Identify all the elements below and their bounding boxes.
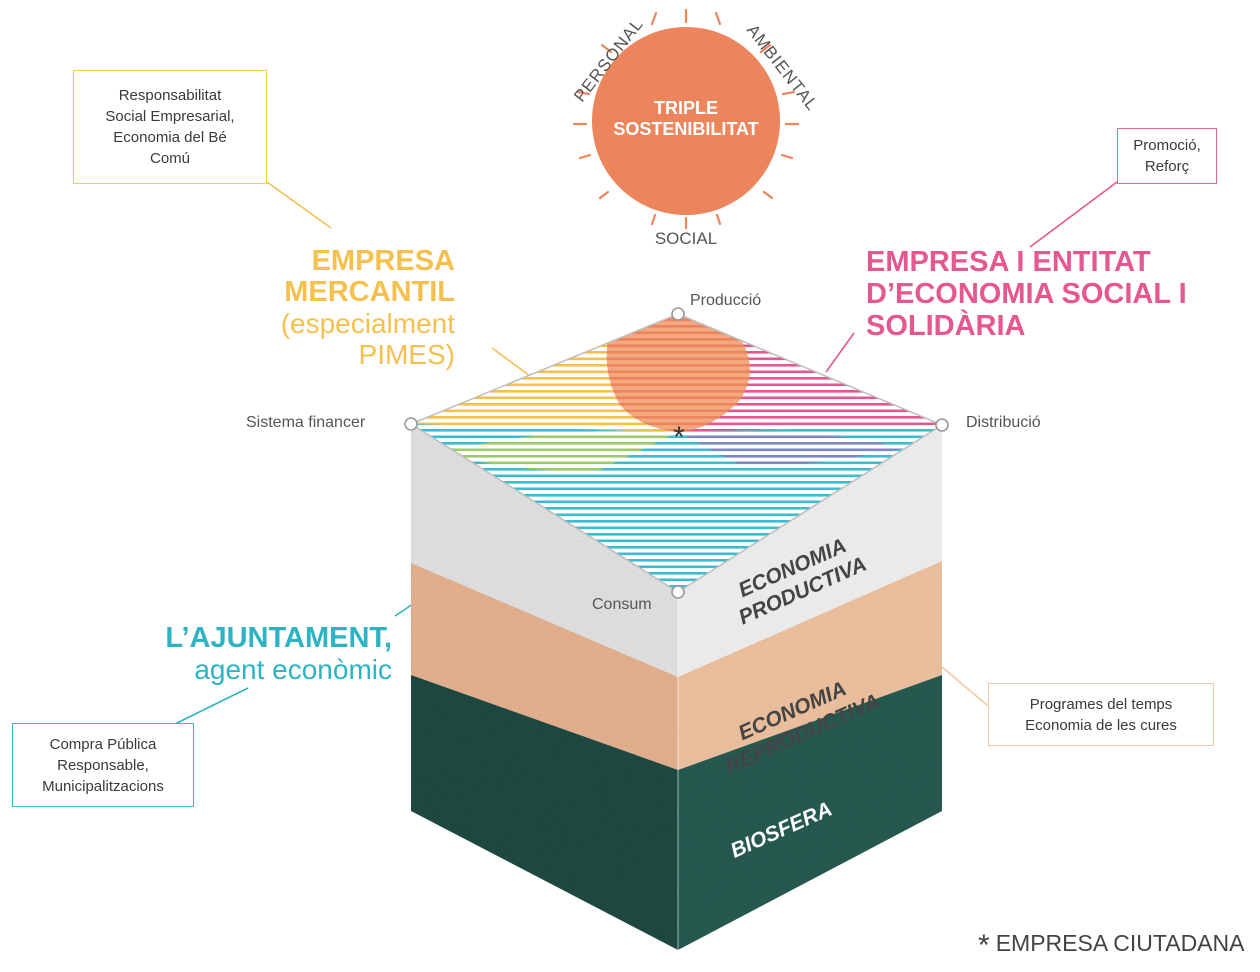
economy-cube: * ECONOMIA PRODUCTIVA ECONOMIA REPRODUCT… bbox=[404, 307, 949, 950]
node-produccio bbox=[671, 307, 685, 321]
box-promocio-reforc-text: Promoció, Reforç bbox=[1133, 137, 1201, 175]
box-compra-publica-text: Compra Pública Responsable, Municipalitz… bbox=[42, 735, 164, 795]
node-consum bbox=[671, 585, 685, 599]
heading-empresa-mercantil: EMPRESA MERCANTIL (especialment PIMES) bbox=[280, 245, 455, 371]
connector-promocio bbox=[1029, 181, 1118, 248]
sostenibilitat-overlap bbox=[606, 316, 750, 432]
corner-label-consum: Consum bbox=[592, 596, 652, 613]
sun-disc bbox=[592, 27, 780, 215]
ess-region bbox=[678, 314, 942, 432]
heading-mercantil-light: (especialment PIMES) bbox=[280, 308, 455, 370]
mercantil-ajuntament-overlap bbox=[440, 430, 678, 471]
box-programes-temps: Programes del temps Economia de les cure… bbox=[988, 683, 1214, 746]
box-compra-publica: Compra Pública Responsable, Municipalitz… bbox=[12, 723, 194, 807]
heading-ajuntament-bold: L’AJUNTAMENT, bbox=[165, 622, 392, 654]
connector-rse bbox=[266, 181, 332, 229]
empresa-ciutadana-marker: * bbox=[673, 421, 685, 454]
heading-ajuntament: L’AJUNTAMENT, agent econòmic bbox=[165, 622, 392, 686]
connector-compra bbox=[174, 687, 249, 725]
node-sistema-financer bbox=[404, 417, 418, 431]
corner-label-distribucio: Distribució bbox=[966, 414, 1041, 431]
corner-label-produccio: Producció bbox=[690, 292, 762, 309]
node-distribucio bbox=[935, 418, 949, 432]
cube-texture-left bbox=[411, 424, 678, 950]
heading-ajuntament-light: agent econòmic bbox=[194, 654, 392, 685]
box-responsabilitat-social-text: Responsabilitat Social Empresarial, Econ… bbox=[105, 87, 235, 167]
triple-sostenibilitat-sun: TRIPLE SOSTENIBILITAT PERSONAL AMBIENTAL… bbox=[570, 8, 822, 248]
sun-title-line1: TRIPLE bbox=[654, 98, 718, 118]
footnote-star: * bbox=[978, 929, 990, 962]
box-promocio-reforc: Promoció, Reforç bbox=[1117, 128, 1217, 184]
connector-ess bbox=[825, 332, 855, 373]
box-programes-temps-text: Programes del temps Economia de les cure… bbox=[1025, 695, 1177, 734]
corner-label-sistema-financer: Sistema financer bbox=[246, 414, 366, 431]
footnote-empresa-ciutadana: *EMPRESA CIUTADANA bbox=[978, 929, 1244, 963]
connector-mercantil bbox=[491, 347, 531, 377]
dimension-social-label: SOCIAL bbox=[655, 229, 717, 248]
heading-mercantil-bold: EMPRESA MERCANTIL bbox=[284, 245, 455, 308]
ess-ajuntament-overlap bbox=[678, 430, 905, 466]
sun-title-line2: SOSTENIBILITAT bbox=[613, 119, 758, 139]
sun-rays bbox=[572, 8, 800, 230]
box-responsabilitat-social: Responsabilitat Social Empresarial, Econ… bbox=[73, 70, 267, 184]
footnote-text: EMPRESA CIUTADANA bbox=[995, 930, 1245, 956]
heading-economia-social: EMPRESA I ENTITAT D’ECONOMIA SOCIAL I SO… bbox=[866, 246, 1187, 342]
cube-texture-right bbox=[678, 425, 942, 950]
